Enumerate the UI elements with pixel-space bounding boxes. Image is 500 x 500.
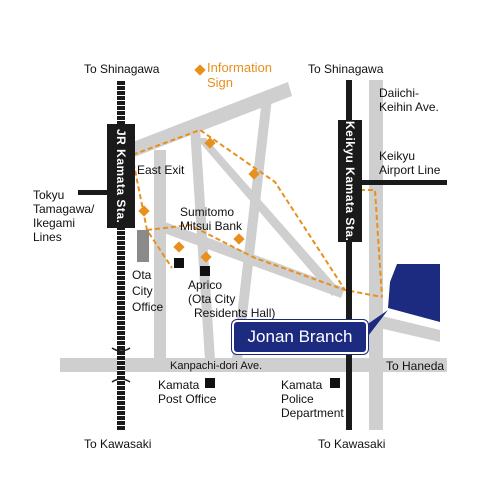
smbc-label-line1: Sumitomo [180, 205, 235, 219]
road-branch-c [196, 138, 340, 296]
keikyu-kamata-station: Keikyu Kamata Sta. [338, 120, 362, 242]
aprico-label-line2: (Ota City [188, 292, 236, 306]
ota-city-office-label-line1: Ota [132, 268, 152, 282]
daiichi-keihin-label-line2: Keihin Ave. [379, 100, 439, 114]
tokyu-label-line2: Tamagawa/ [33, 202, 95, 216]
jr-kamata-station-label: JR Kamata Sta. [114, 128, 128, 224]
tokyu-line [78, 190, 120, 195]
to-shinagawa-left-label: To Shinagawa [84, 62, 160, 76]
to-shinagawa-right-label: To Shinagawa [308, 62, 384, 76]
branch-pointer [362, 310, 388, 340]
railways [78, 80, 447, 430]
daiichi-keihin-road [369, 80, 383, 430]
kamata-police-label-line2: Police [281, 392, 314, 406]
jonan-branch-building [388, 264, 440, 322]
route-keikyu [360, 189, 383, 298]
aprico-icon [200, 266, 210, 276]
to-kawasaki-right-label: To Kawasaki [318, 437, 386, 451]
information-sign-label-line2: Sign [207, 75, 234, 90]
jr-crossing-top [111, 347, 131, 383]
route-plaza [146, 223, 346, 291]
ota-city-office-label-line2: City [132, 284, 153, 298]
east-exit-label: East Exit [137, 163, 185, 177]
tokyu-label-line1: Tokyu [33, 188, 65, 202]
road-branch-a [190, 128, 215, 360]
to-haneda-label: To Haneda [386, 359, 445, 373]
jr-kamata-station: JR Kamata Sta. [107, 124, 135, 228]
kamata-post-office-label-line1: Kamata [158, 378, 200, 392]
keikyu-airport-line [349, 180, 447, 185]
kamata-police-label-line1: Kamata [281, 378, 323, 392]
keikyu-main-line [346, 80, 352, 430]
ota-city-office-label-line3: Office [132, 300, 164, 314]
jonan-branch-callout[interactable]: Jonan Branch [232, 320, 368, 354]
aprico-label-line3: Residents Hall) [194, 306, 276, 320]
tokyu-label-line4: Lines [33, 230, 62, 244]
keikyu-airport-label-line1: Keikyu [379, 149, 416, 163]
sumitomo-mitsui-bank-icon [174, 258, 184, 268]
to-kawasaki-left-label: To Kawasaki [84, 437, 152, 451]
road-branch-b [232, 98, 272, 360]
information-sign-label-line1: Information [207, 60, 273, 75]
daiichi-keihin-label-line1: Daiichi- [379, 86, 420, 100]
diagonal-road-north [125, 82, 292, 159]
kamata-post-office-icon [205, 378, 215, 388]
kamata-post-office-label-line2: Post Office [158, 392, 217, 406]
kanpachi-dori-label: Kanpachi-dori Ave. [170, 360, 263, 372]
keikyu-kamata-station-label: Keikyu Kamata Sta. [343, 120, 357, 242]
smbc-label-line2: Mitsui Bank [180, 219, 243, 233]
diagonal-road-east [375, 315, 440, 342]
kamata-police-department-icon [330, 378, 340, 388]
roads [60, 80, 447, 430]
west-vertical-road [154, 150, 166, 360]
kamata-police-label-line3: Department [281, 406, 344, 420]
aprico-label-line1: Aprico [188, 278, 223, 292]
tokyu-label-line3: Ikegami [33, 216, 76, 230]
keikyu-airport-label-line2: Airport Line [379, 163, 441, 177]
jonan-branch-label: Jonan Branch [247, 327, 353, 346]
ota-city-office-building [137, 230, 149, 262]
